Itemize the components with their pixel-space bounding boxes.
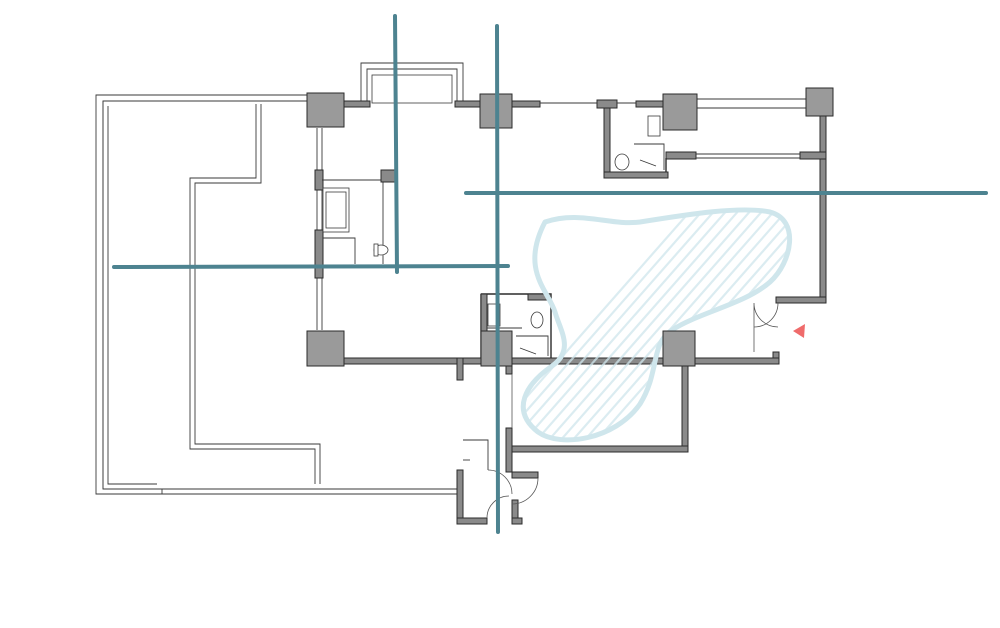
hatch-stroke: [852, 200, 1000, 450]
hatch-stroke: [718, 209, 790, 440]
bathroom-right: [603, 107, 669, 179]
hatch-stroke: [562, 209, 786, 440]
hatch-stroke: [694, 209, 790, 440]
hatch-stroke: [778, 209, 790, 440]
sink-icon: [647, 115, 661, 137]
top-balcony: [360, 62, 464, 104]
hatch-stroke: [706, 209, 790, 440]
hatch-stroke: [523, 209, 738, 440]
hatch-stroke: [682, 209, 790, 440]
hatch-stroke: [840, 200, 1000, 450]
hatch-stroke: [742, 209, 790, 440]
hatch-stroke: [538, 209, 762, 440]
terrace-outline: [95, 94, 460, 495]
axis-vertical-left: [393, 14, 399, 274]
hatch-stroke: [804, 200, 1000, 450]
hatch-stroke: [586, 209, 790, 440]
hatch-stroke: [816, 200, 1000, 450]
column: [306, 330, 345, 367]
axis-horizontal-left: [112, 264, 510, 269]
hatch-stroke: [526, 209, 750, 440]
hatch-stroke: [670, 209, 790, 440]
triangle-marker-icon: [793, 324, 805, 338]
hatch-stroke: [523, 209, 726, 440]
column: [662, 93, 698, 131]
column: [306, 92, 345, 128]
hatch-stroke: [730, 209, 790, 440]
hatch-stroke: [610, 209, 790, 440]
hatch-stroke: [658, 209, 790, 440]
hatch-stroke: [523, 209, 702, 440]
hatch-stroke: [766, 209, 790, 440]
hatch-stroke: [523, 209, 714, 440]
bathroom-left: [322, 169, 396, 264]
toilet-icon: [530, 311, 544, 329]
main-walls: [314, 98, 827, 525]
hatch-stroke: [622, 209, 790, 440]
column: [662, 330, 696, 367]
hatch-stroke: [828, 200, 1000, 450]
toilet-icon: [614, 153, 630, 171]
axis-lines: [112, 14, 988, 534]
activity-zone: [520, 200, 1000, 450]
axis-vertical-center: [495, 24, 500, 534]
doors: [486, 302, 779, 519]
hatch-stroke: [550, 209, 774, 440]
column: [805, 87, 834, 117]
